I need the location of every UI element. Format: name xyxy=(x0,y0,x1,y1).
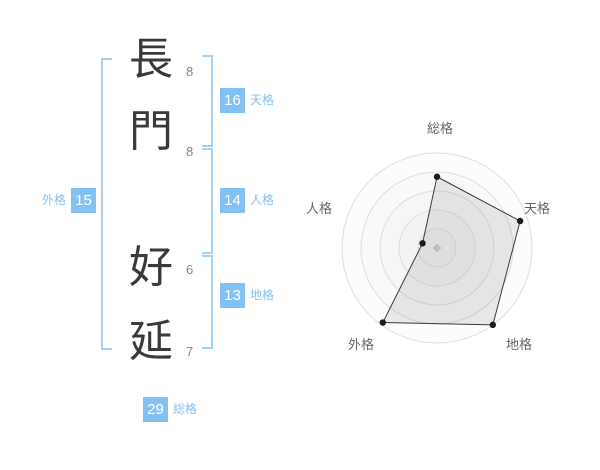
tenkaku-bracket xyxy=(202,55,213,147)
gaikaku-label: 外格 xyxy=(42,193,67,207)
stroke-count-1: 8 xyxy=(186,64,194,79)
kanji-char-1: 長 xyxy=(129,35,173,84)
radar-plot-area xyxy=(341,152,533,344)
radar-axis-jinkaku: 人格 xyxy=(306,201,333,216)
radar-axis-tenkaku: 天格 xyxy=(524,201,551,216)
jinkaku-score-badge: 14 xyxy=(220,188,245,213)
stroke-count-2: 8 xyxy=(186,144,194,159)
tenkaku-label: 天格 xyxy=(250,93,275,107)
kanji-char-2: 門 xyxy=(129,107,173,156)
radar-axis-gaikaku: 外格 xyxy=(348,337,375,352)
kanji-char-3: 好 xyxy=(129,243,173,292)
tenkaku-score-badge: 16 xyxy=(220,88,245,113)
gaikaku-bracket xyxy=(101,58,112,350)
jinkaku-bracket xyxy=(202,148,213,254)
chikaku-score-badge: 13 xyxy=(220,283,245,308)
chikaku-label: 地格 xyxy=(250,288,275,302)
soukaku-label: 総格 xyxy=(173,402,198,416)
radar-chart: 総格 天格 地格 外格 人格 xyxy=(300,108,580,378)
stroke-count-3: 6 xyxy=(186,262,194,277)
chikaku-bracket xyxy=(202,255,213,349)
jinkaku-label: 人格 xyxy=(250,193,275,207)
radar-axis-soukaku: 総格 xyxy=(426,121,453,136)
radar-axis-chikaku: 地格 xyxy=(506,337,533,352)
gaikaku-score-badge: 15 xyxy=(71,188,96,213)
soukaku-score-badge: 29 xyxy=(143,397,168,422)
stroke-count-4: 7 xyxy=(186,344,194,359)
kanji-char-4: 延 xyxy=(129,317,173,366)
